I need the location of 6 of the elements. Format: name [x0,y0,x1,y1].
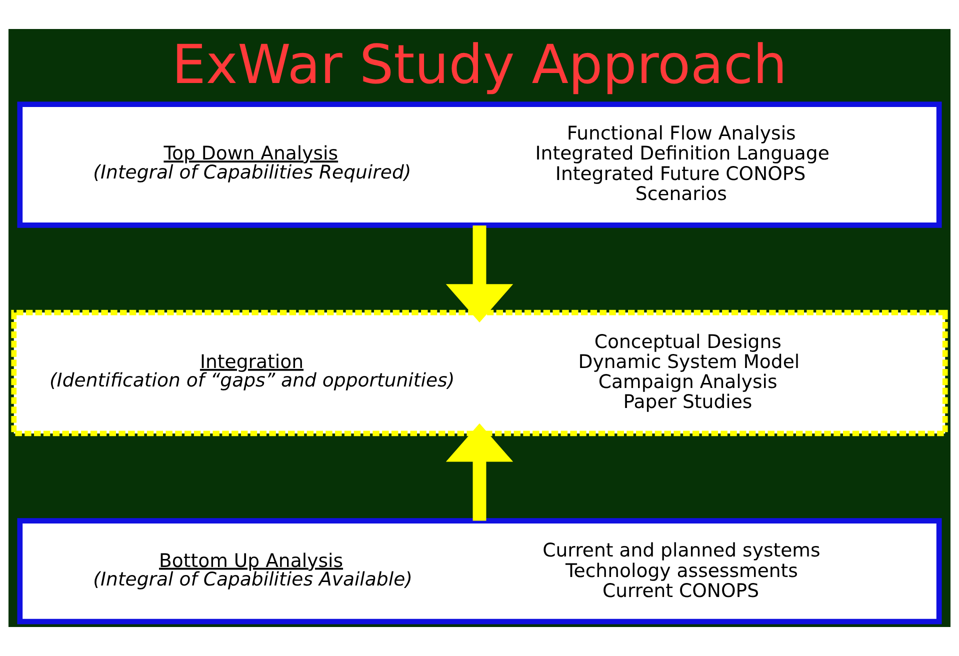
arrow [446,226,514,323]
arrow [446,423,514,521]
node-box: Integration (Identification of “gaps” and opportunities) Conceptual Designs Dynamic System Model Campaign Analysis Paper Studies [11,310,948,436]
node-box: Bottom Up Analysis (Integral of Capabilities Available) Current and planned systems Technology assessments Current CONOPS [17,518,942,624]
node-box: Top Down Analysis (Integral of Capabilities Required) Functional Flow Analysis Integrated Definition Language Integrated Future CONOPS Scenarios [17,102,942,228]
diagram-title: ExWar Study Approach [172,32,788,96]
